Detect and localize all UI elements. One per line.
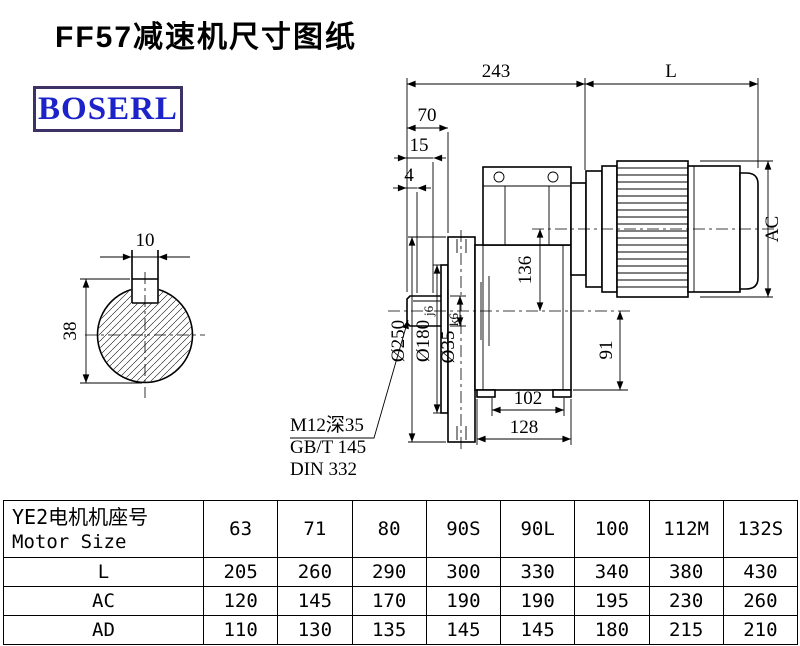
dim-128-label: 128 — [510, 417, 539, 438]
dim-243-and-L: 243 L — [406, 61, 759, 292]
row-label: AC — [3, 586, 204, 616]
cell: 130 — [277, 615, 353, 645]
dim-shaft-key-height: 38 — [60, 278, 142, 384]
page-title: FF57减速机尺寸图纸 — [55, 21, 358, 54]
note-thread-label: M12深35 — [290, 414, 364, 436]
dim-102: 102 — [491, 388, 565, 416]
cell: 340 — [574, 557, 650, 587]
cell: 210 — [722, 615, 799, 645]
motor-size-header-cell: YE2电机机座号 Motor Size — [3, 500, 204, 558]
cell: 145 — [499, 615, 576, 645]
dim-dia-35: Ø35 k6 — [438, 295, 466, 364]
cell: 430 — [722, 557, 799, 587]
cell: 195 — [574, 586, 650, 616]
dim-dia250-label: Ø250 — [388, 320, 409, 362]
dim-91-label: 91 — [596, 341, 617, 360]
cell: 180 — [574, 615, 650, 645]
cell: 190 — [425, 586, 502, 616]
cell: 230 — [648, 586, 724, 616]
size-col-4: 90L — [499, 500, 576, 558]
brand-logo: BOSERL — [33, 86, 183, 132]
size-col-0: 63 — [202, 500, 279, 558]
motor-size-label-cn: YE2电机机座号 — [12, 505, 149, 529]
cell: 380 — [648, 557, 724, 587]
cell: 145 — [277, 586, 353, 616]
dim-136-label: 136 — [515, 256, 536, 285]
dim-AC-label: AC — [762, 216, 783, 242]
cell: 330 — [499, 557, 576, 587]
cell: 190 — [499, 586, 576, 616]
cell: 290 — [351, 557, 427, 587]
row-label: L — [3, 557, 204, 587]
table-header-row: YE2电机机座号 Motor Size 63 71 80 90S 90L 100… — [3, 500, 799, 558]
thread-note: M12深35 GB/T 145 DIN 332 — [290, 319, 409, 480]
cell: 260 — [722, 586, 799, 616]
cell: 145 — [425, 615, 502, 645]
cell: 215 — [648, 615, 724, 645]
note-gb-label: GB/T 145 — [290, 437, 366, 458]
dim-70-label: 70 — [418, 105, 437, 126]
brand-logo-text: BOSERL — [38, 90, 178, 127]
drawing-svg: 10 38 — [60, 61, 783, 480]
note-din-label: DIN 332 — [290, 459, 357, 480]
dim-dia35-label: Ø35 — [438, 331, 459, 364]
size-col-2: 80 — [351, 500, 427, 558]
dim-15-label: 15 — [410, 135, 429, 156]
size-col-1: 71 — [277, 500, 353, 558]
dim-4: 4 — [393, 165, 431, 293]
dim-dia-250: Ø250 — [388, 236, 446, 443]
cell: 110 — [202, 615, 279, 645]
motor-cooling-fins — [617, 167, 688, 288]
dim-dia180-label: Ø180 — [413, 320, 434, 362]
dim-4-label: 4 — [404, 165, 414, 186]
size-col-7: 132S — [722, 500, 799, 558]
housing-foot-left — [476, 389, 496, 398]
dim-136: 136 — [515, 229, 544, 311]
cell: 120 — [202, 586, 279, 616]
dim-dia180-tolerance: j6 — [421, 305, 436, 317]
size-col-5: 100 — [574, 500, 650, 558]
cell: 260 — [277, 557, 353, 587]
motor-size-table: YE2电机机座号 Motor Size 63 71 80 90S 90L 100… — [3, 500, 799, 645]
dim-AC: AC — [700, 160, 783, 298]
size-col-6: 112M — [648, 500, 724, 558]
shaft-end-view — [85, 249, 205, 398]
table-row-AD: AD 110 130 135 145 145 180 215 210 — [3, 615, 799, 645]
mounting-flange — [447, 236, 476, 443]
cell: 300 — [425, 557, 502, 587]
dim-L-label: L — [665, 61, 677, 82]
dim-dia35-tolerance: k6 — [446, 313, 461, 327]
table-row-L: L 205 260 290 300 330 340 380 430 — [3, 557, 799, 587]
dim-38-label: 38 — [60, 322, 81, 341]
technical-drawing: 10 38 — [60, 61, 783, 480]
dim-128: 128 — [476, 399, 572, 445]
dim-102-label: 102 — [514, 388, 543, 409]
dim-15: 15 — [394, 135, 446, 293]
cell: 170 — [351, 586, 427, 616]
dim-10-label: 10 — [136, 230, 155, 251]
housing-foot-right — [552, 389, 572, 398]
table-row-AC: AC 120 145 170 190 190 195 230 260 — [3, 586, 799, 616]
gear-housing — [474, 166, 572, 398]
motor-size-label-en: Motor Size — [12, 531, 127, 553]
row-label: AD — [3, 615, 204, 645]
size-col-3: 90S — [425, 500, 502, 558]
cell: 205 — [202, 557, 279, 587]
dim-91: 91 — [573, 311, 628, 391]
dim-keyway-width: 10 — [100, 230, 190, 261]
dim-70: 70 — [407, 105, 449, 233]
fan-cover — [739, 172, 759, 290]
cell: 135 — [351, 615, 427, 645]
dim-dia-180: Ø180 j6 — [413, 264, 446, 414]
dim-243-label: 243 — [482, 61, 511, 82]
